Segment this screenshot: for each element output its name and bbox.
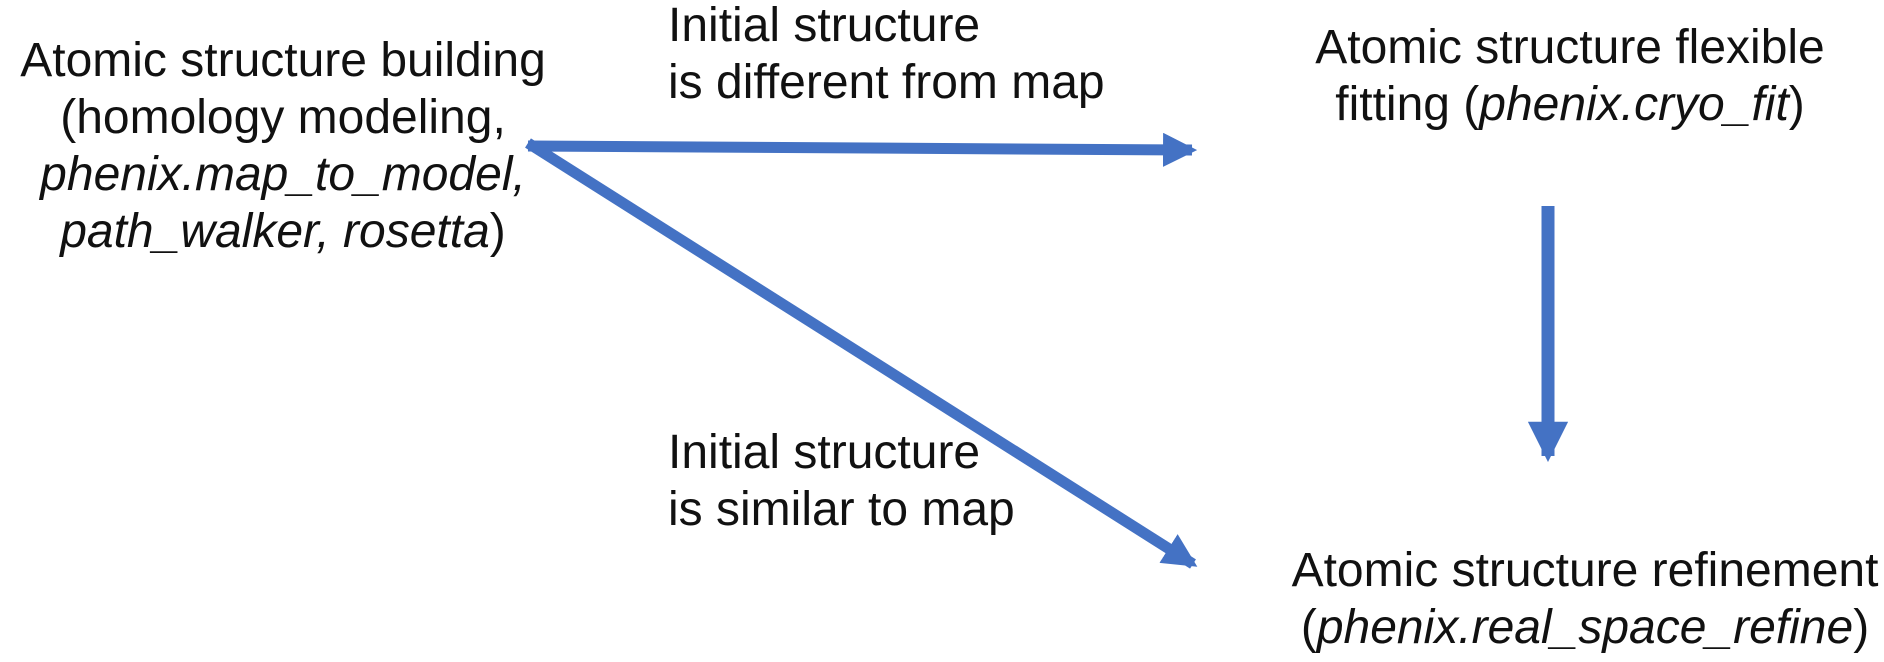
text-segment: Initial structure [668,426,981,479]
node-structure-building: Atomic structure building (homology mode… [0,32,566,260]
text-segment-italic: phenix.map_to_model, [40,148,526,201]
text-segment: ) [1853,601,1870,654]
edge-label-different-line-1: Initial structure [668,0,1105,54]
text-segment: is similar to map [668,483,1015,536]
text-segment: (homology modeling, [60,91,506,144]
text-segment: ( [1300,601,1317,654]
text-segment-italic: path_walker, rosetta [60,205,490,258]
node-structure-building-line-4: path_walker, rosetta) [0,203,566,260]
arrow-building-to-refinement [525,138,1198,569]
text-segment: ) [489,205,506,258]
node-flexible-fitting: Atomic structure flexible fitting (pheni… [1250,19,1884,133]
node-structure-refinement-line-1: Atomic structure refinement [1265,542,1884,599]
text-segment: is different from map [668,56,1105,109]
arrow-building-to-fitting [527,132,1198,167]
node-structure-refinement: Atomic structure refinement (phenix.real… [1265,542,1884,656]
text-segment: fitting ( [1335,78,1480,131]
text-segment: Initial structure [668,0,981,52]
node-structure-building-line-1: Atomic structure building [0,32,566,89]
edge-label-similar-line-1: Initial structure [668,424,1015,481]
edge-label-similar-to-map: Initial structure is similar to map [668,424,1015,538]
node-structure-building-line-2: (homology modeling, [0,89,566,146]
node-structure-building-line-3: phenix.map_to_model, [0,146,566,203]
text-segment-italic: phenix.real_space_refine [1316,601,1854,654]
node-structure-refinement-line-2: (phenix.real_space_refine) [1265,599,1884,656]
text-segment-italic: phenix.cryo_fit [1479,78,1789,131]
text-segment: Atomic structure refinement [1291,544,1879,597]
edge-label-different-from-map: Initial structure is different from map [668,0,1105,111]
text-segment: Atomic structure building [20,34,546,87]
text-segment: ) [1788,78,1805,131]
edge-label-similar-line-2: is similar to map [668,481,1015,538]
node-flexible-fitting-line-1: Atomic structure flexible [1250,19,1884,76]
node-flexible-fitting-line-2: fitting (phenix.cryo_fit) [1250,76,1884,133]
edge-label-different-line-2: is different from map [668,54,1105,111]
text-segment: Atomic structure flexible [1315,21,1825,74]
